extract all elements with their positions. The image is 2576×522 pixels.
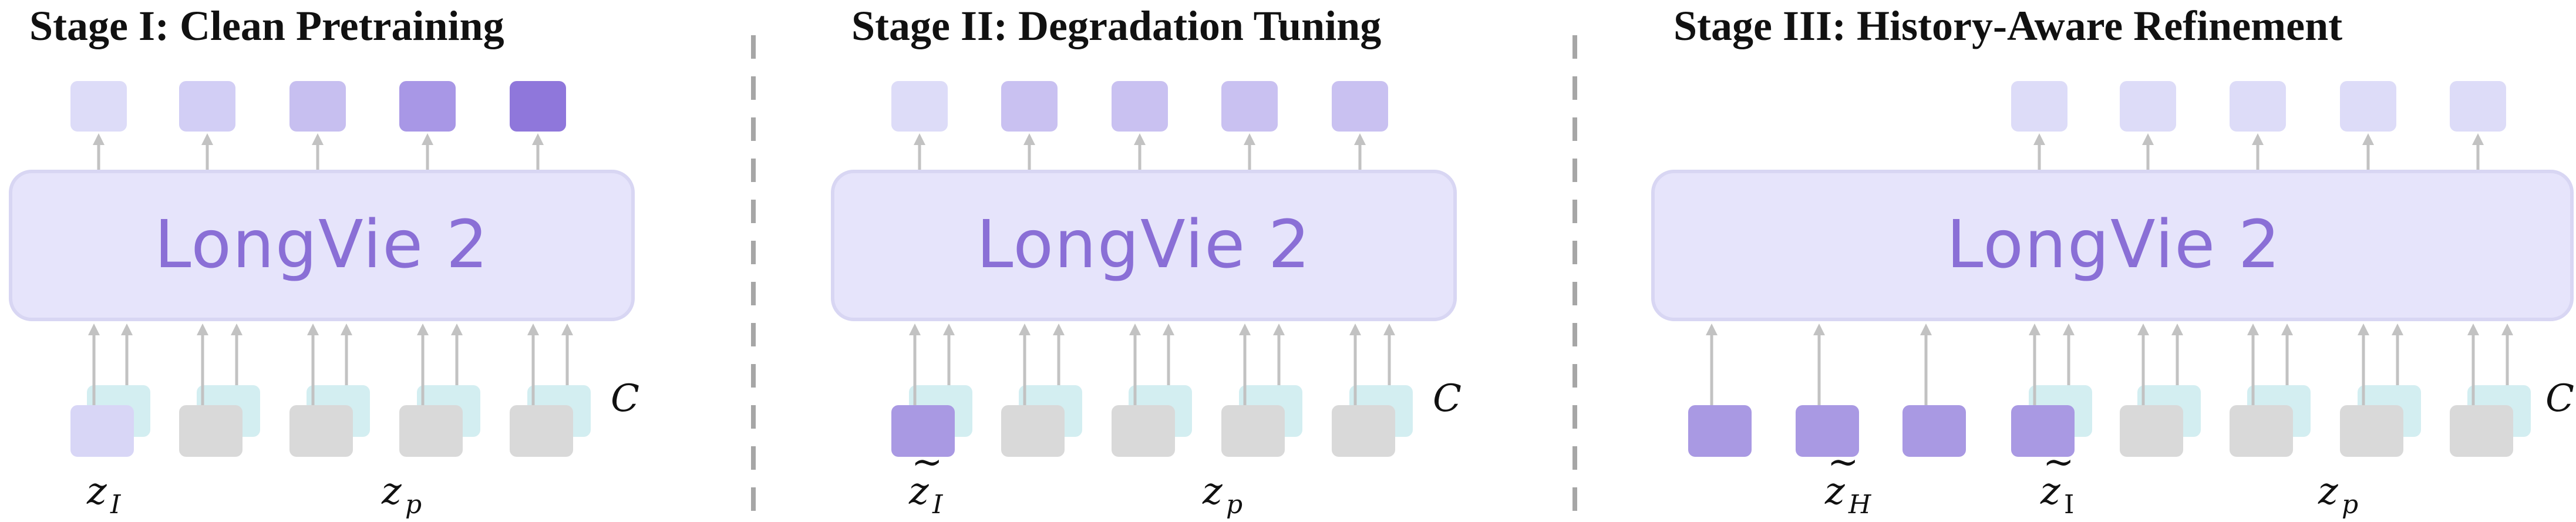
svg-text:H: H <box>1848 490 1872 520</box>
input-token <box>891 405 955 457</box>
condition-label: C <box>611 377 639 420</box>
output-token <box>2450 81 2506 132</box>
model-block <box>9 170 635 321</box>
output-token <box>399 81 456 132</box>
stage-title: Stage II: Degradation Tuning <box>851 2 1381 49</box>
input-token <box>1221 405 1285 457</box>
svg-text:~: ~ <box>1827 440 1859 484</box>
stage-3-panel: Stage III: History-Aware Refinement Long… <box>1651 2 2574 520</box>
input-tokens <box>891 405 1395 457</box>
input-token <box>179 405 243 457</box>
output-tokens <box>891 81 1388 132</box>
svg-text:z: z <box>2040 470 2061 513</box>
input-token <box>1112 405 1175 457</box>
output-tokens <box>2011 81 2506 132</box>
input-token <box>2011 405 2075 457</box>
svg-text:~: ~ <box>2043 440 2075 484</box>
output-token <box>1001 81 1058 132</box>
input-token <box>70 405 134 457</box>
input-token <box>289 405 353 457</box>
svg-text:z: z <box>1824 470 1846 513</box>
input-arrows <box>1706 324 2513 405</box>
output-arrows <box>914 133 1366 171</box>
input-token <box>2120 405 2183 457</box>
output-token <box>510 81 566 132</box>
model-block <box>1651 170 2574 321</box>
input-tokens <box>70 405 573 457</box>
input-token <box>510 405 573 457</box>
model-label: LongVie 2 <box>1947 207 2281 283</box>
input-token <box>1001 405 1065 457</box>
input-token <box>2230 405 2293 457</box>
output-token <box>2120 81 2176 132</box>
stage-title: Stage III: History-Aware Refinement <box>1673 2 2342 49</box>
svg-text:I: I <box>2064 490 2074 520</box>
input-token <box>1332 405 1395 457</box>
output-tokens <box>70 81 566 132</box>
svg-text:I: I <box>110 490 122 520</box>
svg-text:z: z <box>908 470 930 513</box>
input-token <box>1796 405 1859 457</box>
output-token <box>891 81 948 132</box>
output-arrows <box>2033 133 2484 171</box>
svg-text:I: I <box>932 490 944 520</box>
input-token <box>2450 405 2513 457</box>
input-token <box>399 405 463 457</box>
model-label: LongVie 2 <box>154 207 489 283</box>
input-arrows <box>88 324 573 405</box>
output-token <box>2011 81 2067 132</box>
output-token <box>179 81 235 132</box>
stage-title: Stage I: Clean Pretraining <box>29 2 504 49</box>
model-label: LongVie 2 <box>976 207 1311 283</box>
input-tokens <box>1688 405 2513 457</box>
stage-2-panel: Stage II: Degradation Tuning LongVie 2 C… <box>831 2 1462 520</box>
svg-text:p: p <box>2342 490 2358 520</box>
condition-label: C <box>1433 377 1462 420</box>
input-token <box>1688 405 1752 457</box>
output-token <box>2230 81 2286 132</box>
output-arrows <box>93 133 544 171</box>
svg-text:~: ~ <box>911 440 943 484</box>
output-token <box>289 81 346 132</box>
input-token <box>1902 405 1966 457</box>
output-token <box>70 81 127 132</box>
svg-text:p: p <box>1226 490 1242 520</box>
output-token <box>1221 81 1278 132</box>
svg-text:p: p <box>405 490 422 520</box>
model-block <box>831 170 1457 321</box>
input-token <box>2340 405 2403 457</box>
svg-text:z: z <box>2318 470 2339 513</box>
output-token <box>1112 81 1168 132</box>
svg-text:z: z <box>86 470 107 513</box>
input-arrows <box>909 324 1395 405</box>
svg-text:z: z <box>1202 470 1223 513</box>
condition-label: C <box>2545 377 2574 420</box>
svg-text:z: z <box>381 470 402 513</box>
output-token <box>2340 81 2396 132</box>
output-token <box>1332 81 1388 132</box>
stage-1-panel: Stage I: Clean Pretraining LongVie 2 C z… <box>9 2 639 520</box>
